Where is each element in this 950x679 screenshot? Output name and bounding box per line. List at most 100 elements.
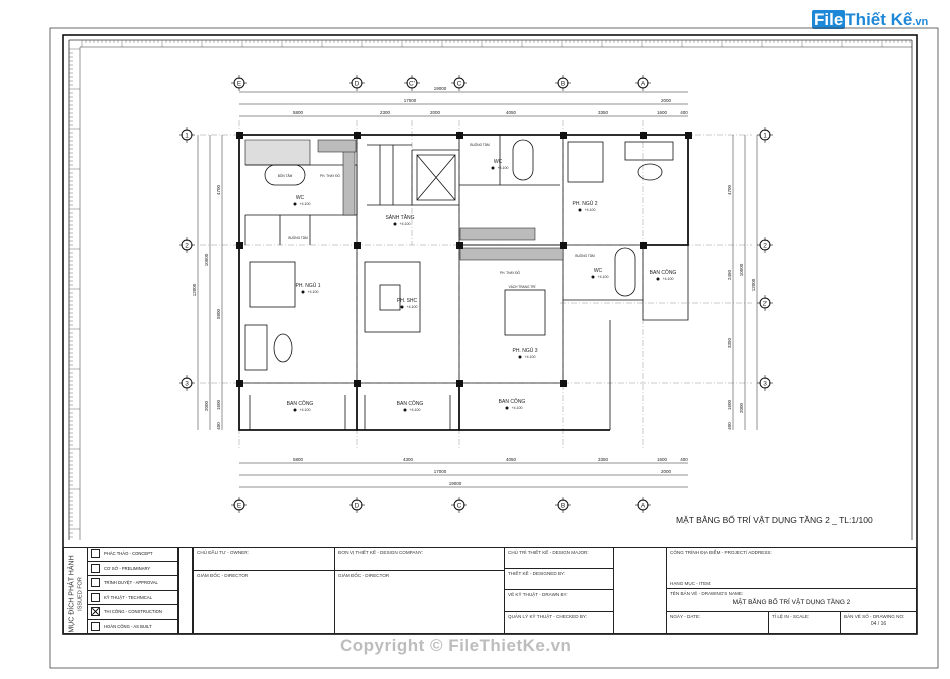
grid-bubble-top: C' [404, 75, 420, 91]
fixture-labels: BỒN TẮM PH. THAY ĐỒ BUỒNG TẮM BUỒNG TẮM … [278, 142, 595, 289]
room-name: PH. SHC [397, 298, 418, 304]
grid-label: A [641, 80, 646, 87]
dim-right-seg: 4700 [727, 184, 732, 195]
grid-bubble-bottom: B [555, 497, 571, 513]
dim-top-seg: 3350 [598, 110, 609, 115]
designed-by-cell: THIẾT KẾ - DESIGNED BY: [504, 568, 614, 590]
grid-label: 2 [763, 242, 767, 249]
dim-bottom-seg: 5800 [293, 457, 304, 462]
room: PH. NGỦ 1+4.100 [295, 282, 320, 294]
dim-top-seg: 400 [680, 110, 688, 115]
stage-checkbox[interactable] [91, 563, 100, 573]
dim-left-seg: 4700 [216, 184, 221, 195]
room: BAN CÔNG+4.100 [499, 398, 526, 410]
fixture-label: PH. THAY ĐỒ [320, 173, 341, 178]
grid-label: E [237, 80, 242, 87]
issued-for-en: ISSUED FOR [77, 577, 84, 611]
design-company-cell: ĐƠN VỊ THIẾT KẾ - DESIGN COMPANY: [334, 547, 505, 571]
dim-top-seg: 1600 [657, 110, 668, 115]
inner-border [62, 34, 918, 635]
stage-row: HOÀN CÔNG - AS BUILT [88, 619, 178, 634]
dim-bottom-seg: 4050 [506, 457, 517, 462]
room-name: BAN CÔNG [499, 398, 526, 405]
design-major-cell: CHỦ TRÌ THIẾT KẾ - DESIGN MAJOR: [504, 547, 614, 569]
room: PH. SHC+4.100 [397, 298, 418, 309]
room-level: +4.100 [410, 408, 421, 412]
room-level: +4.100 [300, 408, 311, 412]
stage-checkbox[interactable] [91, 607, 100, 617]
room-level: +4.100 [300, 202, 311, 206]
dim-right-seg: 400 [727, 422, 732, 430]
company-director-cell: GIÁM ĐỐC - DIRECTOR [334, 570, 505, 634]
stage-checkbox[interactable] [91, 592, 100, 602]
stage-row: KỸ THUẬT - TECHNICAL [88, 590, 178, 605]
room-name: WC [594, 268, 603, 274]
fixture-label: BUỒNG TẮM [470, 142, 490, 147]
room-name: BAN CÔNG [397, 400, 424, 407]
room-name: BAN CÔNG [287, 400, 314, 407]
stage-checkbox[interactable] [91, 578, 100, 588]
grid-bubble-bottom: E [231, 497, 247, 513]
ruler-ticks [69, 40, 911, 538]
scale-cell: TỈ LỆ IN - SCALE: [768, 611, 841, 634]
room-level: +4.100 [308, 290, 319, 294]
grid-bubble-bottom: A [635, 497, 651, 513]
room: WC+4.100 [591, 268, 608, 279]
room: PH. NGỦ 2+4.100 [572, 200, 597, 212]
dim-bottom-seg: 400 [680, 457, 688, 462]
grid-bubble-top: D [349, 75, 365, 91]
fixture-label: BUỒNG TẮM [575, 253, 595, 258]
fixture-label: PH. THAY ĐỒ [500, 270, 521, 275]
stage-row: PHÁC THẢO - CONCEPT [88, 547, 178, 562]
room: BAN CÔNG+4.100 [287, 400, 314, 412]
room-level: +4.100 [512, 406, 523, 410]
grid-bubble-top: A [635, 75, 651, 91]
grid-label: D [355, 502, 360, 509]
dim-right-bottom: 2000 [739, 402, 744, 413]
stage-label: PHÁC THẢO - CONCEPT [104, 551, 153, 557]
room-name: PH. NGỦ 3 [512, 347, 537, 354]
stage-row: TRÌNH DUYỆT - APPROVAL [88, 576, 178, 591]
room-level: +4.100 [407, 305, 418, 309]
dim-left-seg: 1600 [216, 399, 221, 410]
grid-bubble-bottom: C [451, 497, 467, 513]
room-level: +4.100 [525, 355, 536, 359]
issued-for-vi: MỤC ĐÍCH PHÁT HÀNH [68, 555, 76, 633]
grid-label: 2 [185, 242, 189, 249]
grid-bubble-bottom: D [349, 497, 365, 513]
stage-label: THI CÔNG - CONSTRUCTION [104, 609, 162, 615]
dim-top-seg: 2300 [380, 110, 391, 115]
stage-checkbox[interactable] [91, 621, 100, 631]
room-level: +4.100 [585, 208, 596, 212]
dim-top-sub: 17000 [404, 98, 417, 103]
grid-label: 3 [763, 380, 767, 387]
room: BAN CÔNG+4.100 [650, 269, 677, 281]
grid-label: C [457, 502, 462, 509]
stage-row: CƠ SỞ - PRELIMINARY [88, 561, 178, 576]
stage-label: KỸ THUẬT - TECHNICAL [104, 594, 152, 600]
room-name: WC [494, 159, 503, 165]
grid-bubble-right: 2 [757, 237, 773, 253]
dim-left-seg: 5800 [216, 308, 221, 319]
floor-plan [197, 91, 758, 488]
room-level: +4.100 [498, 166, 509, 170]
dim-left-sub: 10500 [204, 253, 209, 266]
dim-top-seg: 4050 [506, 110, 517, 115]
dim-right-sub: 10500 [739, 263, 744, 276]
dim-bottom-seg: 3350 [598, 457, 609, 462]
drawing-name: MẶT BẰNG BỐ TRÍ VẬT DỤNG TẦNG 2 [732, 599, 851, 606]
stage-label: TRÌNH DUYỆT - APPROVAL [104, 580, 158, 586]
grid-label: D [355, 80, 360, 87]
drawing-title: MẶT BẰNG BỐ TRÍ VẬT DỤNG TẦNG 2 _ TL:1/1… [676, 514, 873, 525]
stage-label: HOÀN CÔNG - AS BUILT [104, 623, 152, 629]
grid-label: E [237, 502, 242, 509]
room-name: WC [296, 195, 305, 201]
grid-label: C' [409, 80, 415, 87]
grid-label: C [457, 80, 462, 87]
project-address-cell: CÔNG TRÌNH ĐỊA ĐIỂM - PROJECT/ ADDRESS: … [666, 547, 917, 589]
dim-right-seg: 1600 [727, 399, 732, 410]
stage-checkbox[interactable] [91, 549, 100, 559]
